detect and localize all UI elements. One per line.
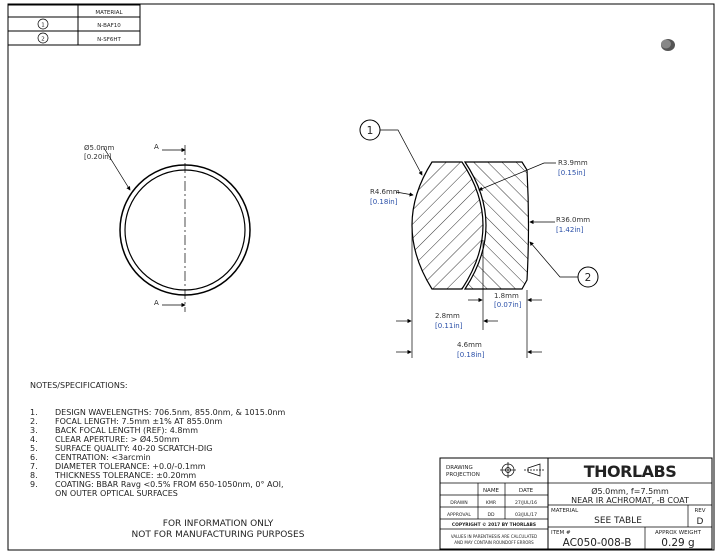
r2-mm: R3.9mm: [558, 159, 588, 167]
material-table: MATERIAL 1 N-BAF10 2 N-SF6HT: [7, 4, 141, 46]
date-header: DATE: [519, 488, 534, 494]
material-label: MATERIAL: [551, 508, 579, 514]
section-label-top: A: [154, 143, 159, 151]
t2-in: [0.07in]: [494, 301, 522, 309]
r3-in: [1.42in]: [556, 226, 584, 234]
diameter-mm: Ø5.0mm: [84, 144, 114, 152]
item-label: ITEM #: [551, 530, 571, 536]
section-label-bottom: A: [154, 299, 159, 307]
callout-1-symbol: [37, 18, 49, 30]
lens-element-2: [463, 161, 530, 290]
roundoff-note-2: AND MAY CONTAIN ROUNDOFF ERRORS: [454, 540, 534, 545]
r2-in: [0.15in]: [558, 169, 586, 177]
note-number: 5.: [30, 444, 38, 453]
front-view: A A Ø5.0mm [0.20in]: [84, 143, 251, 312]
note-number: 8.: [30, 471, 38, 480]
drawn-name: KMR: [486, 500, 497, 506]
r1-mm: R4.6mm: [370, 188, 400, 196]
note-text: THICKNESS TOLERANCE: ±0.20mm: [54, 471, 196, 480]
copyright: COPYRIGHT © 2017 BY THORLABS: [452, 522, 536, 528]
material-header: MATERIAL: [95, 10, 123, 16]
drawn-label: DRAWN: [450, 500, 467, 506]
r3-mm: R36.0mm: [556, 216, 590, 224]
roundoff-note-1: VALUES IN PARENTHESIS ARE CALCULATED: [451, 534, 537, 539]
part-preview-icon: [661, 39, 675, 51]
note-text: CENTRATION: <3arcmin: [55, 453, 151, 462]
note-number: 7.: [30, 462, 38, 471]
thorlabs-logo: THORLABS: [584, 462, 677, 481]
callout-2-symbol: [37, 32, 49, 44]
note-number: 3.: [30, 426, 38, 435]
rev-label: REV: [694, 508, 705, 514]
name-header: NAME: [483, 488, 500, 494]
note-text: DESIGN WAVELENGTHS: 706.5nm, 855.0nm, & …: [55, 408, 286, 417]
diameter-in: [0.20in]: [84, 153, 112, 161]
total-mm: 4.6mm: [457, 341, 482, 349]
note-number: 1.: [30, 408, 38, 417]
note-number: 9.: [30, 480, 38, 489]
item-value: AC050-008-B: [563, 537, 632, 549]
total-in: [0.18in]: [457, 351, 485, 359]
note-text: SURFACE QUALITY: 40-20 SCRATCH-DIG: [55, 444, 212, 453]
material-2: N-SF6HT: [97, 37, 121, 43]
title-block: DRAWING PROJECTION NAME DATE DRAWN KMR 2…: [439, 457, 713, 550]
approval-name: DD: [487, 512, 495, 518]
t1-mm: 2.8mm: [435, 312, 460, 320]
notes: NOTES/SPECIFICATIONS: 1. DESIGN WAVELENGT…: [30, 381, 305, 540]
t1-in: [0.11in]: [435, 322, 463, 330]
note-text: CLEAR APERTURE: > Ø4.50mm: [55, 434, 180, 444]
weight-value: 0.29 g: [661, 537, 694, 549]
disclaimer-line-1: FOR INFORMATION ONLY: [163, 519, 274, 529]
section-view: 1 2 R4.6mm [0.18in] R3.9mm [0.15in] R36.…: [359, 119, 599, 359]
material-value: SEE TABLE: [594, 516, 642, 526]
note-text: FOCAL LENGTH: 7.5mm ±1% AT 855.0nm: [55, 417, 223, 426]
note-text: ON OUTER OPTICAL SURFACES: [55, 489, 178, 498]
note-text: COATING: BBAR Ravg <0.5% FROM 650-1050nm…: [55, 480, 284, 489]
note-number: 6.: [30, 453, 38, 462]
table-callout-2: 2: [41, 37, 45, 43]
notes-title: NOTES/SPECIFICATIONS:: [30, 381, 128, 390]
projection-label-2: PROJECTION: [446, 472, 480, 478]
approval-date: 03/JUL/17: [515, 512, 537, 518]
lens-element-1: [411, 161, 484, 290]
drawn-date: 27/JUL/16: [515, 500, 537, 506]
rev-value: D: [697, 517, 704, 527]
weight-label: APPROX WEIGHT: [655, 530, 702, 536]
third-angle-projection-icon: [500, 462, 544, 478]
callout-1-label: 1: [367, 125, 374, 137]
note-text: BACK FOCAL LENGTH (REF): 4.8mm: [55, 426, 198, 435]
disclaimer-line-2: NOT FOR MANUFACTURING PURPOSES: [132, 530, 305, 540]
table-callout-1: 1: [41, 23, 45, 29]
material-1: N-BAF10: [97, 23, 121, 29]
note-text: DIAMETER TOLERANCE: +0.0/-0.1mm: [55, 462, 206, 471]
note-number: 4.: [30, 435, 38, 444]
projection-label-1: DRAWING: [446, 465, 473, 471]
sheet-border: [7, 3, 715, 551]
description-line-2: NEAR IR ACHROMAT, -B COAT: [571, 496, 689, 505]
t2-mm: 1.8mm: [494, 292, 519, 300]
note-number: 2.: [30, 417, 38, 426]
callout-2-label: 2: [585, 272, 592, 284]
r1-in: [0.18in]: [370, 198, 398, 206]
description-line-1: Ø5.0mm, f=7.5mm: [591, 486, 669, 496]
approval-label: APPROVAL: [447, 512, 471, 518]
